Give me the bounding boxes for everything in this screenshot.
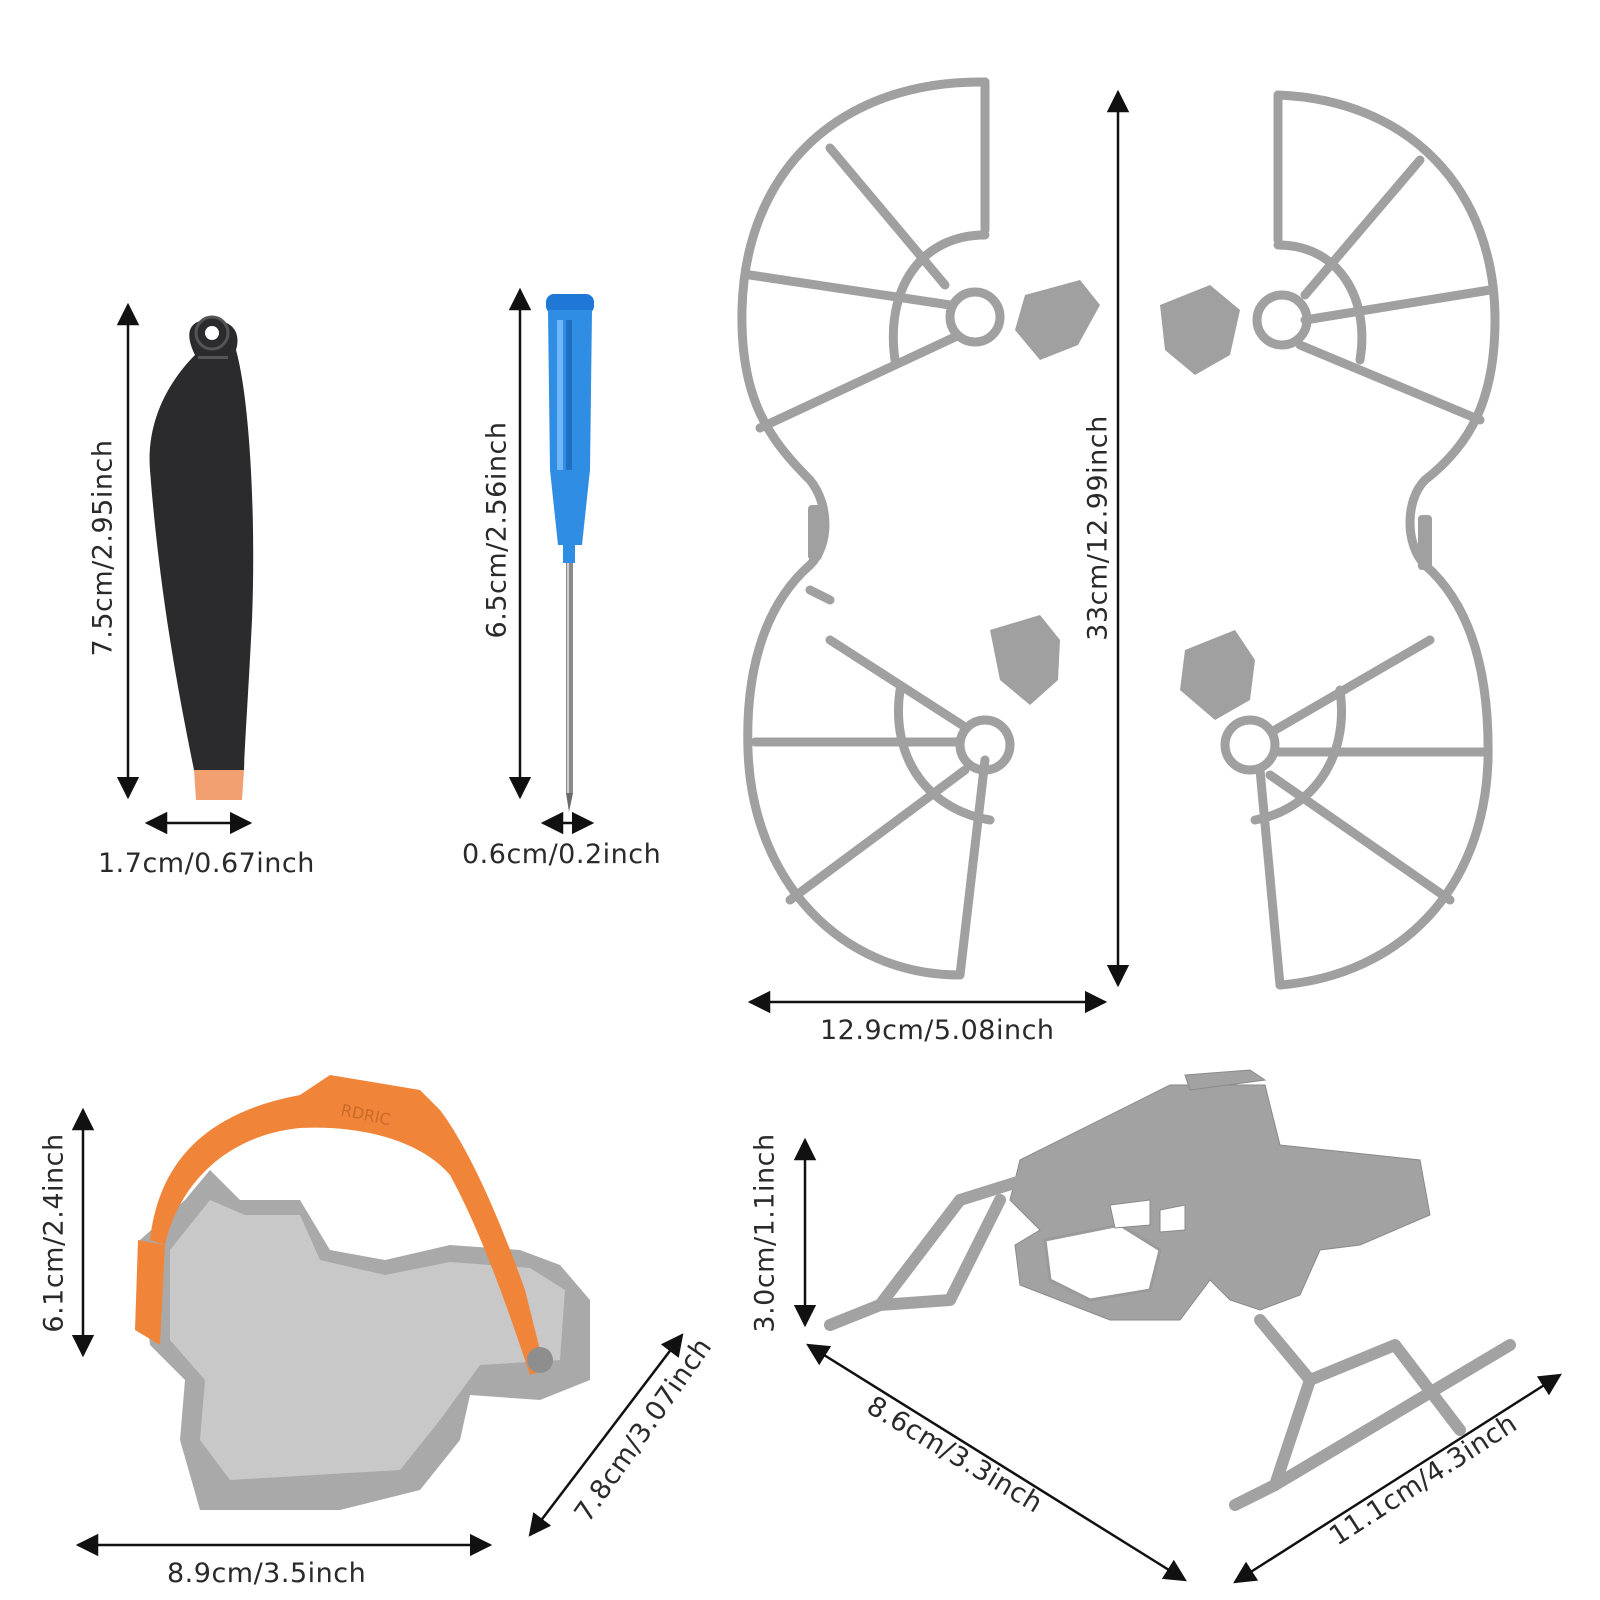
guard-width-label: 12.9cm/5.08inch (820, 1015, 1055, 1046)
gimbal-height-label: 6.1cm/2.4inch (38, 1133, 70, 1333)
gimbal-protector-image: RDRIC (135, 1075, 590, 1510)
propeller-guard-right (1220, 90, 1500, 990)
gimbal-width-label: 8.9cm/3.5inch (167, 1558, 367, 1589)
screwdriver-width-label: 0.6cm/0.2inch (462, 839, 662, 870)
guard-height-label: 33cm/12.99inch (1082, 415, 1114, 641)
propeller-image (149, 315, 254, 800)
propeller-guard-left (737, 77, 1015, 980)
landing-gear-height-label: 3.0cm/1.1inch (749, 1133, 781, 1333)
propeller-guard-right-clips (1160, 285, 1432, 720)
landing-gear-image (1009, 1069, 1431, 1321)
propeller-width-label: 1.7cm/0.67inch (98, 848, 315, 879)
screwdriver-height-label: 6.5cm/2.56inch (481, 421, 513, 639)
gimbal-depth-arrow (528, 1333, 684, 1537)
propeller-height-label: 7.5cm/2.95inch (87, 439, 119, 657)
propeller-guard-left-clips (808, 280, 1100, 705)
landing-gear-width-arrow (806, 1343, 1187, 1582)
screwdriver-image (546, 294, 594, 812)
landing-gear-depth-arrow (1233, 1373, 1562, 1584)
